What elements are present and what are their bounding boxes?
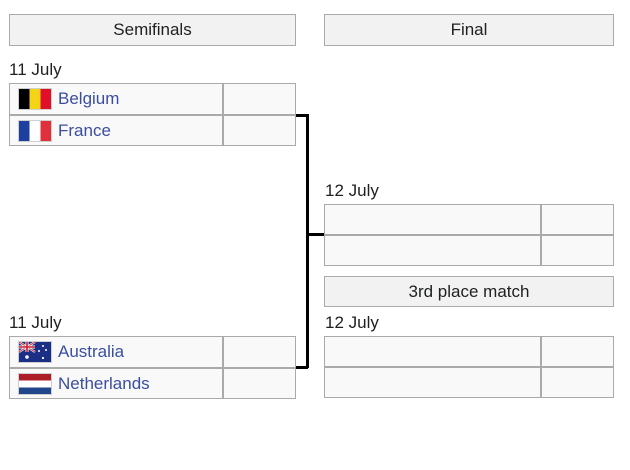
third-place-date: 12 July: [325, 313, 379, 332]
semifinal-1-team-1: Belgium: [9, 83, 223, 115]
third-place-team-2-score: [541, 367, 614, 398]
third-place-team-2: [324, 367, 541, 398]
semifinal-1-team-2-score: [223, 115, 296, 146]
belgium-flag-icon: [18, 88, 52, 110]
final-team-1: [324, 204, 541, 235]
team-link-france[interactable]: France: [58, 120, 111, 140]
third-place-header: 3rd place match: [324, 276, 614, 307]
semifinal-2-team-1: Australia: [9, 336, 223, 368]
bracket-line-vertical: [306, 114, 309, 368]
semifinal-1-team-1-score: [223, 83, 296, 115]
third-place-team-1: [324, 336, 541, 367]
final-team-1-score: [541, 204, 614, 235]
bracket-line-bottom-horizontal: [296, 366, 308, 369]
bracket-line-to-final: [306, 233, 324, 236]
semifinal-2-team-2: Netherlands: [9, 368, 223, 399]
final-team-2-score: [541, 235, 614, 266]
semifinal-1-team-2: France: [9, 115, 223, 146]
team-link-belgium[interactable]: Belgium: [58, 89, 120, 108]
semifinals-header: Semifinals: [9, 14, 296, 46]
final-header: Final: [324, 14, 614, 46]
final-team-2: [324, 235, 541, 266]
team-link-netherlands[interactable]: Netherlands: [58, 373, 150, 393]
semifinal-1-date: 11 July: [9, 60, 62, 79]
semifinal-2-team-1-score: [223, 336, 296, 368]
netherlands-flag-icon: [18, 372, 52, 395]
final-date: 12 July: [325, 181, 379, 200]
team-link-australia[interactable]: Australia: [58, 342, 125, 361]
semifinal-2-date: 11 July: [9, 313, 62, 332]
france-flag-icon: [18, 119, 52, 142]
third-place-team-1-score: [541, 336, 614, 367]
australia-flag-icon: [18, 341, 52, 363]
bracket-line-top-horizontal: [296, 114, 308, 117]
semifinal-2-team-2-score: [223, 368, 296, 399]
